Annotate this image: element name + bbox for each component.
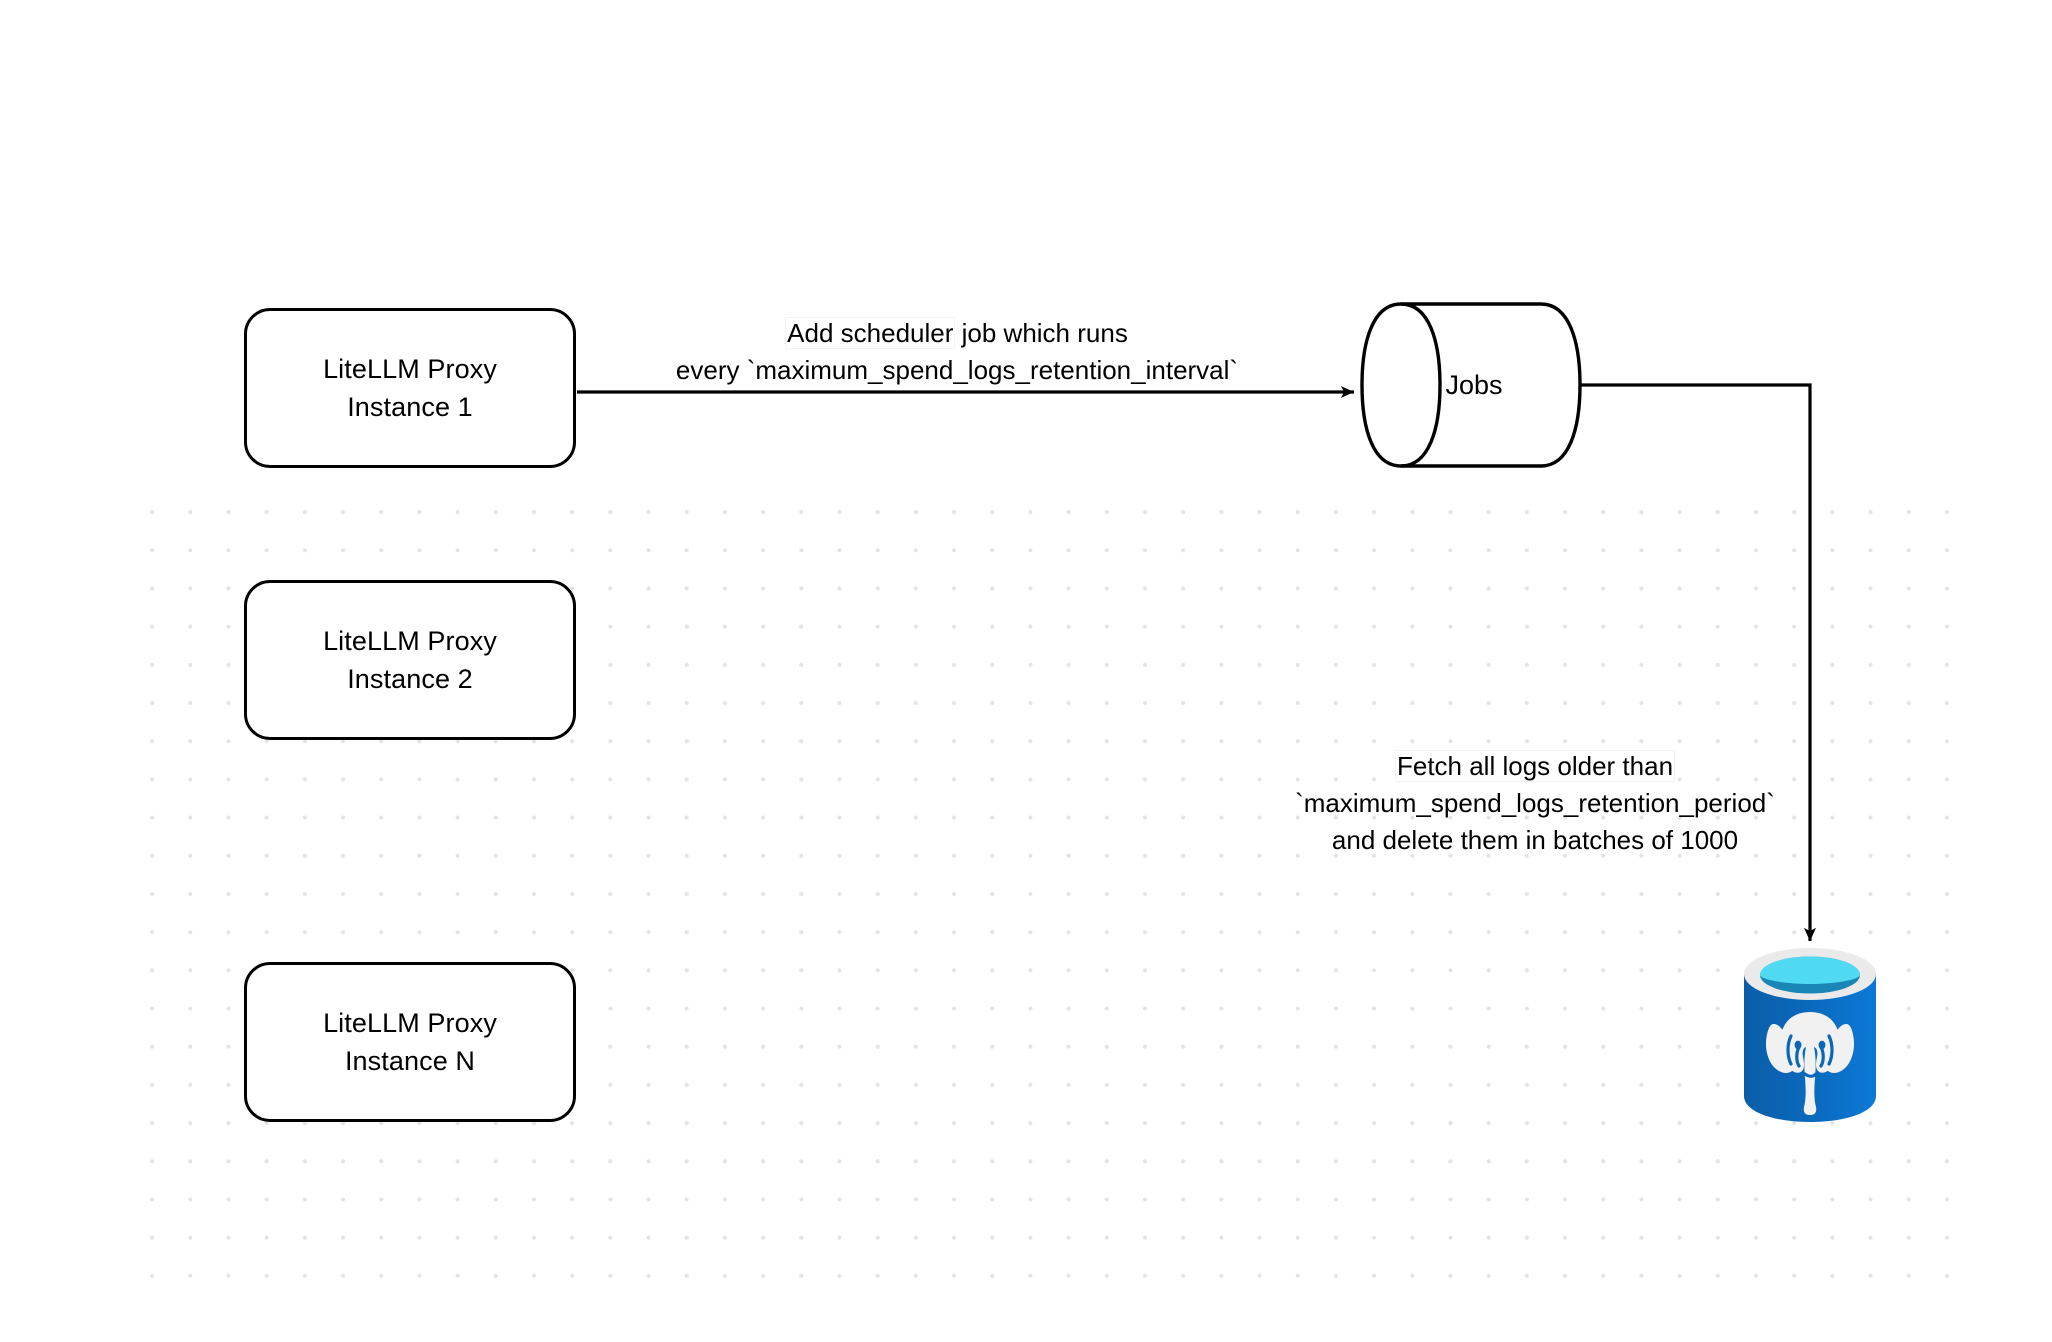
edge-label-delete-logs-line2: `maximum_spend_logs_retention_period`: [1295, 787, 1775, 818]
node-label-line1: LiteLLM Proxy: [323, 353, 497, 384]
edge-label-delete-logs-line3: and delete them in batches of 1000: [1331, 824, 1739, 855]
edge-jobs-to-database: [1580, 383, 1816, 942]
db-top-surface: [1760, 956, 1860, 984]
edge-label-delete-logs-line1: Fetch all logs older than: [1295, 748, 1775, 785]
node-label-line1: LiteLLM Proxy: [323, 1007, 497, 1038]
node-label-line2: Instance N: [344, 1046, 476, 1076]
edge-label-scheduler-line1-rest: job which runs: [954, 318, 1128, 348]
postgres-elephant-logo: [1765, 1012, 1855, 1115]
edge-label-scheduler-line1-highlight: Add scheduler: [786, 318, 955, 348]
jobs-cylinder-shape: [1360, 302, 1582, 468]
node-label-line2: Instance 2: [347, 664, 473, 694]
jobs-cylinder-label: Jobs: [1445, 370, 1503, 400]
node-label-line2: Instance 1: [347, 392, 473, 422]
edge-label-scheduler-line1: Add scheduler job which runs: [676, 315, 1238, 352]
node-litellm-proxy-instance-n[interactable]: LiteLLM Proxy Instance N: [244, 962, 576, 1122]
edge-label-delete-logs: Fetch all logs older than `maximum_spend…: [1295, 748, 1775, 859]
node-litellm-proxy-instance-1[interactable]: LiteLLM Proxy Instance 1: [244, 308, 576, 468]
postgresql-database-icon[interactable]: [1742, 944, 1878, 1126]
edge-label-scheduler-line2: every `maximum_spend_logs_retention_inte…: [675, 354, 1239, 385]
postgres-elephant-eyes: [1794, 1040, 1826, 1050]
edge-label-delete-logs-line1-highlight: Fetch all logs older than: [1395, 751, 1675, 781]
node-label-line1: LiteLLM Proxy: [323, 625, 497, 656]
edge-label-scheduler: Add scheduler job which runs every `maxi…: [676, 315, 1238, 389]
node-litellm-proxy-instance-2[interactable]: LiteLLM Proxy Instance 2: [244, 580, 576, 740]
